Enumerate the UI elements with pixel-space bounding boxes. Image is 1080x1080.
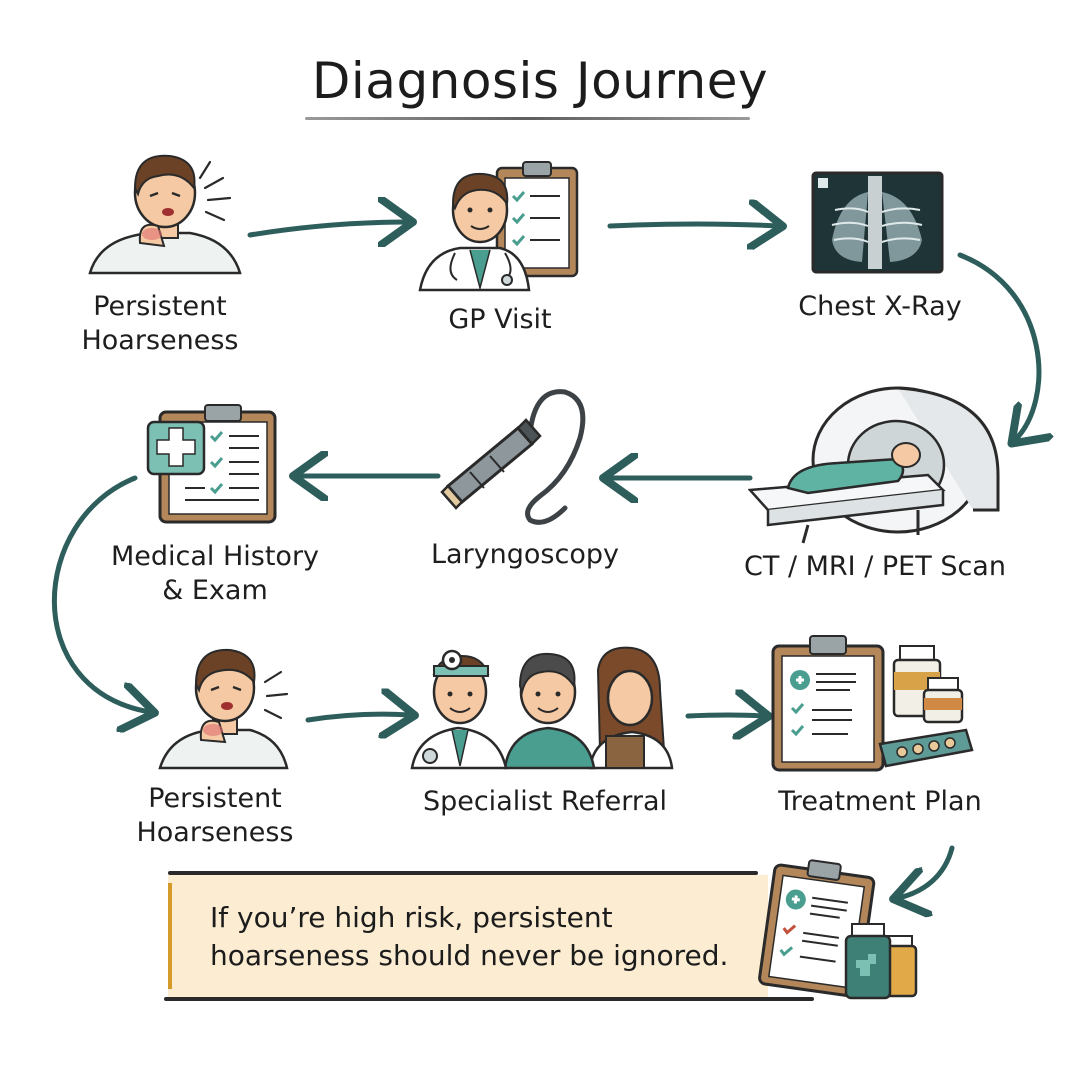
coughing-man-icon xyxy=(88,154,242,275)
step-medical-history-exam xyxy=(145,402,280,527)
step-gp-visit xyxy=(415,158,585,293)
label-persistent-hoarseness-2: Persistent Hoarseness xyxy=(115,782,315,850)
step-chest-x-ray xyxy=(810,170,945,275)
label-treatment-plan: Treatment Plan xyxy=(755,785,1005,819)
laryngoscope-icon xyxy=(440,389,586,525)
page-title: Diagnosis Journey xyxy=(311,52,769,110)
step-laryngoscopy xyxy=(440,378,600,528)
callout-text: If you’re high risk, persistent hoarsene… xyxy=(210,899,728,975)
label-line: Hoarseness xyxy=(81,325,239,356)
label-line: Laryngoscopy xyxy=(431,539,619,570)
title-underline xyxy=(305,117,750,120)
label-ct-mri-pet-scan: CT / MRI / PET Scan xyxy=(715,550,1035,584)
step-ct-mri-pet-scan xyxy=(747,385,1013,545)
label-line: CT / MRI / PET Scan xyxy=(744,551,1006,582)
label-laryngoscopy: Laryngoscopy xyxy=(410,538,640,572)
label-line: Persistent xyxy=(148,783,282,814)
label-line: GP Visit xyxy=(448,304,552,335)
callout-accent-bar xyxy=(168,883,172,989)
callout-line: If you’re high risk, persistent xyxy=(210,901,613,934)
step-persistent-hoarseness-1 xyxy=(80,148,250,278)
medical-checklist-icon xyxy=(146,404,277,524)
label-line: Specialist Referral xyxy=(422,786,668,817)
label-line: Chest X-Ray xyxy=(798,291,962,322)
arrow-2-to-3 xyxy=(607,224,778,226)
step-specialist-referral xyxy=(410,640,680,770)
ct-scanner-icon xyxy=(747,386,1000,544)
treatment-clipboard-icon xyxy=(771,635,974,772)
label-persistent-hoarseness-1: Persistent Hoarseness xyxy=(60,290,260,358)
label-line: Persistent xyxy=(93,291,227,322)
arrow-9-to-callout xyxy=(898,845,955,898)
callout-line: hoarseness should never be ignored. xyxy=(210,939,729,972)
callout-illustration xyxy=(752,858,922,1003)
arrow-3-to-4 xyxy=(957,252,1039,440)
coughing-man-icon xyxy=(158,648,289,770)
label-line: Medical History xyxy=(110,541,320,572)
step-treatment-plan xyxy=(770,632,980,772)
arrow-7-to-8 xyxy=(305,714,410,720)
doctor-clipboard-icon xyxy=(418,161,579,292)
xray-film-icon xyxy=(811,171,944,274)
label-line: Hoarseness xyxy=(136,817,294,848)
label-chest-x-ray: Chest X-Ray xyxy=(770,290,990,324)
callout-bottom-rule xyxy=(164,997,814,1001)
label-medical-history-exam: Medical History & Exam xyxy=(90,540,340,608)
specialist-team-icon xyxy=(410,646,674,770)
arrow-6-to-7 xyxy=(51,475,150,712)
label-line: & Exam xyxy=(162,575,268,606)
label-gp-visit: GP Visit xyxy=(400,303,600,337)
callout-top-rule xyxy=(168,871,758,875)
label-line: Treatment Plan xyxy=(778,786,982,817)
arrow-8-to-9 xyxy=(685,715,764,716)
risk-callout: If you’re high risk, persistent hoarsene… xyxy=(164,871,814,1001)
step-persistent-hoarseness-2 xyxy=(155,640,300,770)
label-specialist-referral: Specialist Referral xyxy=(395,785,695,819)
clipboard-medicine-icon xyxy=(758,859,918,1000)
arrow-1-to-2 xyxy=(247,222,408,235)
